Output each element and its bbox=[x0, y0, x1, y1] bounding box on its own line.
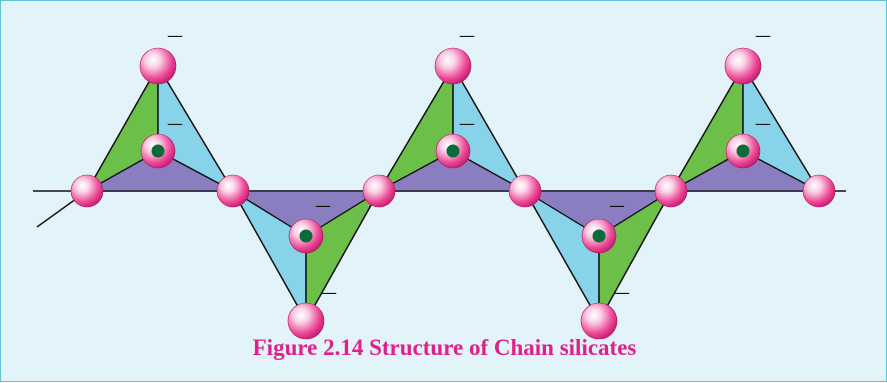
tetrahedron-1 bbox=[84, 63, 235, 193]
center-atom-4 bbox=[581, 218, 617, 254]
tetrahedron-3 bbox=[377, 63, 528, 193]
center-atom-2 bbox=[288, 218, 324, 254]
bridging-oxygen-atom-1 bbox=[70, 174, 104, 208]
center-atom-3 bbox=[435, 133, 471, 169]
apex-charge-label-4: — bbox=[614, 283, 630, 302]
apex-charge-label-3: — bbox=[459, 26, 475, 45]
silicon-atom bbox=[446, 144, 460, 158]
apex-oxygen-atom-5 bbox=[724, 47, 762, 85]
tetrahedron-face-base bbox=[668, 150, 820, 192]
tetrahedron-face-base bbox=[230, 190, 382, 237]
bridging-oxygen-atom-5 bbox=[654, 174, 688, 208]
apex-charge-label-2: — bbox=[321, 283, 337, 302]
tetrahedra-group bbox=[84, 63, 821, 324]
figure-caption: Figure 2.14 Structure of Chain silicates bbox=[252, 335, 637, 360]
charges-group: — — — — — — — — — — bbox=[167, 26, 771, 302]
tetrahedron-face-base bbox=[84, 150, 234, 192]
tetrahedron-5 bbox=[668, 63, 821, 193]
center-charge-label-4: — bbox=[609, 196, 625, 215]
apex-oxygen-atom-4 bbox=[580, 302, 618, 340]
center-charge-label-2: — bbox=[315, 196, 331, 215]
apex-oxygen-atom-3 bbox=[434, 47, 472, 85]
center-atom-5 bbox=[725, 133, 761, 169]
center-charge-label-3: — bbox=[459, 114, 475, 133]
center-charge-label-5: — bbox=[755, 114, 771, 133]
tetrahedron-4 bbox=[522, 189, 674, 324]
tetrahedron-face-base bbox=[522, 190, 674, 237]
bridging-oxygen-atom-6 bbox=[802, 174, 836, 208]
tetrahedron-2 bbox=[230, 189, 382, 324]
bridging-oxygen-atom-4 bbox=[508, 174, 542, 208]
apex-charge-label-5: — bbox=[755, 26, 771, 45]
bridging-oxygen-atom-2 bbox=[216, 174, 250, 208]
apex-charge-label-1: — bbox=[167, 26, 183, 45]
silicon-atom bbox=[736, 144, 750, 158]
bridging-oxygen-atom-3 bbox=[362, 174, 396, 208]
silicon-atom bbox=[299, 229, 313, 243]
tetrahedron-face-base bbox=[378, 150, 528, 192]
silicon-atom bbox=[151, 144, 165, 158]
center-atom-1 bbox=[140, 133, 176, 169]
apex-oxygen-atom-1 bbox=[139, 47, 177, 85]
silicon-atom bbox=[592, 229, 606, 243]
center-charge-label-1: — bbox=[167, 114, 183, 133]
chain-backbone-line bbox=[33, 190, 846, 228]
atoms-group bbox=[70, 47, 836, 340]
apex-oxygen-atom-2 bbox=[287, 302, 325, 340]
